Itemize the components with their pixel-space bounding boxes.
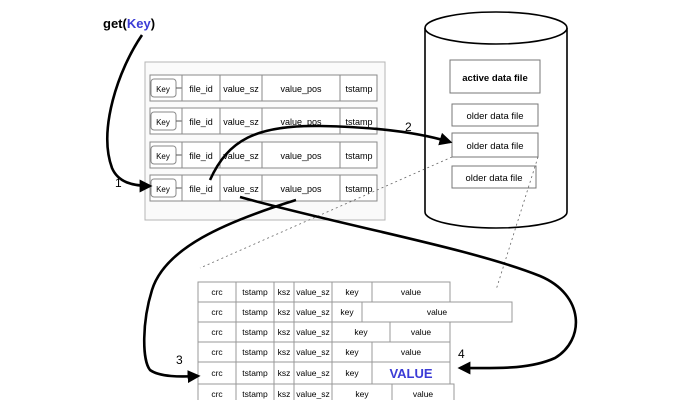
crc-cell: crc [211, 347, 223, 357]
keydir-key: Key [156, 152, 170, 161]
ksz-cell: ksz [278, 327, 291, 337]
value-sz-cell: value_sz [296, 307, 330, 317]
data-file-box: older data file [451, 132, 539, 158]
arrow-step-2 [208, 124, 453, 181]
value-cell: value [411, 327, 432, 337]
value-highlight: VALUE [389, 366, 432, 381]
value-cell: value [401, 347, 422, 357]
ksz-cell: ksz [278, 287, 291, 297]
data-file-label: older data file [466, 111, 523, 122]
arrow-step-3 [142, 198, 297, 384]
key-cell: key [345, 368, 359, 378]
value-sz-cell: value_sz [296, 347, 330, 357]
keydir-key: Key [156, 118, 170, 127]
keydir-row: Key file_id value_sz value_pos tstamp [149, 141, 378, 169]
tstamp-cell: tstamp [242, 347, 268, 357]
data-file-label: older data file [466, 141, 523, 152]
keydir-value-pos: value_pos [280, 117, 322, 127]
tstamp-cell: tstamp [242, 368, 268, 378]
ksz-cell: ksz [278, 307, 291, 317]
key-cell: key [355, 389, 369, 399]
keydir-file-id: file_id [189, 184, 213, 194]
keydir-value-sz: value_sz [223, 184, 259, 194]
tstamp-cell: tstamp [242, 389, 268, 399]
crc-cell: crc [211, 287, 223, 297]
value-sz-cell: value_sz [296, 368, 330, 378]
data-file-box: older data file [451, 165, 537, 189]
crc-cell: crc [211, 327, 223, 337]
datafile-table: crc tstamp ksz value_sz key value crc ts… [197, 281, 513, 400]
crc-cell: crc [211, 307, 223, 317]
storage-cylinder: active data file older data file older d… [424, 11, 568, 229]
step-number: 3 [176, 353, 183, 367]
zoom-guide-right [495, 156, 539, 291]
data-file-box: active data file [449, 59, 541, 94]
datafile-row: crc tstamp ksz value_sz key value [197, 281, 451, 303]
query-suffix: ) [151, 16, 155, 31]
crc-cell: crc [211, 389, 223, 399]
keydir-file-id: file_id [189, 117, 213, 127]
step-number: 4 [458, 347, 465, 361]
data-file-box: older data file [451, 103, 539, 127]
keydir-tstamp: tstamp [345, 117, 372, 127]
tstamp-cell: tstamp [242, 307, 268, 317]
arrow-step-1 [106, 34, 153, 193]
step-number: 1 [115, 176, 122, 190]
datafile-row-target: crc tstamp ksz value_sz key VALUE [197, 361, 451, 385]
keydir-tstamp: tstamp [345, 84, 372, 94]
keydir-file-id: file_id [189, 84, 213, 94]
keydir-tstamp: tstamp [345, 184, 372, 194]
keydir-value-sz: value_sz [223, 84, 259, 94]
query-key: Key [127, 16, 152, 31]
arrow-step-4 [239, 195, 578, 375]
query-prefix: get( [103, 16, 128, 31]
cylinder-body [424, 28, 568, 229]
keydir-row: Key file_id value_sz value_pos tstamp [149, 107, 378, 135]
keydir-row: Key file_id value_sz value_pos tstamp [149, 74, 378, 102]
value-sz-cell: value_sz [296, 389, 330, 399]
keydir-file-id: file_id [189, 151, 213, 161]
key-cell: key [354, 327, 368, 337]
datafile-row: crc tstamp ksz value_sz key value [197, 321, 451, 343]
ksz-cell: ksz [278, 368, 291, 378]
tstamp-cell: tstamp [242, 327, 268, 337]
data-file-label: older data file [465, 173, 522, 184]
key-cell: key [345, 287, 359, 297]
keydir-value-sz: value_sz [223, 151, 259, 161]
datafile-row: crc tstamp ksz value_sz key value [197, 301, 513, 323]
value-sz-cell: value_sz [296, 287, 330, 297]
key-cell: key [340, 307, 354, 317]
keydir-value-pos: value_pos [280, 84, 322, 94]
keydir-value-pos: value_pos [280, 151, 322, 161]
ksz-cell: ksz [278, 389, 291, 399]
ksz-cell: ksz [278, 347, 291, 357]
tstamp-cell: tstamp [242, 287, 268, 297]
keydir-key: Key [156, 85, 170, 94]
keydir-tstamp: tstamp [345, 151, 372, 161]
keydir-key: Key [156, 185, 170, 194]
keydir-table: Key file_id value_sz value_pos tstamp Ke… [144, 61, 386, 221]
value-sz-cell: value_sz [296, 327, 330, 337]
key-cell: key [345, 347, 359, 357]
datafile-row: crc tstamp ksz value_sz key value [197, 341, 451, 363]
query-label: get(Key) [103, 16, 155, 31]
data-file-label: active data file [462, 73, 527, 84]
step-number: 2 [405, 120, 412, 134]
value-cell: value [413, 389, 434, 399]
value-cell: value [401, 287, 422, 297]
datafile-row: crc tstamp ksz value_sz key value [197, 383, 455, 400]
crc-cell: crc [211, 368, 223, 378]
keydir-row: Key file_id value_sz value_pos tstamp [149, 174, 378, 202]
keydir-value-pos: value_pos [280, 184, 322, 194]
keydir-value-sz: value_sz [223, 117, 259, 127]
zoom-guide-left [199, 156, 453, 269]
value-cell: value [427, 307, 448, 317]
cylinder-top [424, 11, 568, 45]
